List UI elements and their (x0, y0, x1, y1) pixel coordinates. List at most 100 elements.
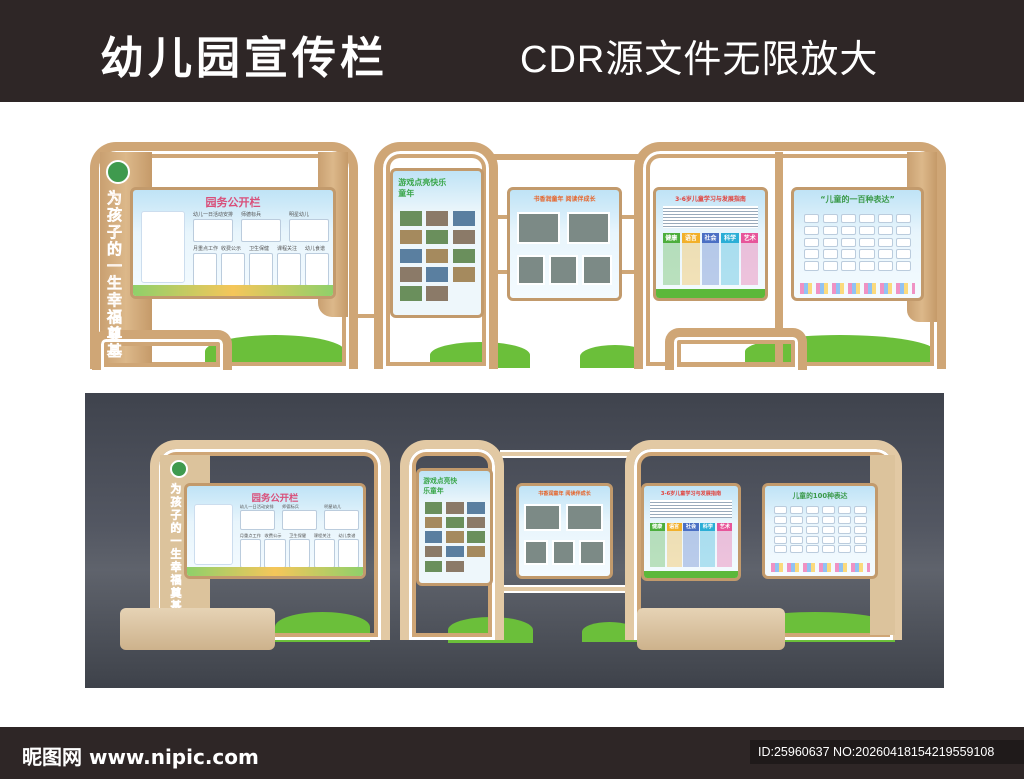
photo-slot (805, 505, 819, 514)
board-title: 园务公开栏 (205, 196, 261, 210)
photo-slot (859, 249, 875, 260)
section-label: 收费公示 (221, 246, 242, 253)
photo (400, 286, 423, 301)
section-box (305, 252, 329, 287)
section-box (277, 252, 301, 287)
photo (424, 502, 443, 514)
domain-label: 科学 (700, 522, 716, 531)
section-box (193, 252, 217, 287)
section-label: 月重点工作 (239, 533, 262, 539)
section-label: 月重点工作 (193, 246, 219, 253)
domain-label: 健康 (649, 522, 665, 531)
domain-label: 社会 (683, 522, 699, 531)
photo-slot (805, 525, 819, 534)
beam (490, 152, 640, 162)
bench (120, 608, 275, 650)
wood-frame (400, 440, 504, 640)
children-illustration (770, 563, 870, 573)
photo-collage (516, 211, 561, 244)
photo-slot (877, 213, 894, 224)
photo-slot (837, 505, 851, 514)
intro-text (662, 206, 759, 228)
side-slogan: 为孩子的一生幸福奠基 (105, 190, 124, 361)
photo-slot (822, 225, 838, 236)
photo-slot (789, 505, 803, 514)
section-label: 师德标兵 (241, 212, 262, 219)
section-label: 幼儿一日活动安排 (193, 212, 234, 219)
domain-column: 艺术 (717, 522, 733, 567)
photo-collage (549, 254, 578, 286)
photo (424, 516, 443, 529)
photo-slot (773, 535, 787, 544)
photo-slot (840, 237, 857, 248)
photo-slot (804, 249, 820, 260)
wood-frame (634, 142, 946, 369)
photo-slot (773, 515, 787, 524)
photo-collage (581, 254, 613, 286)
photo-slot (822, 213, 838, 224)
photo-slot (840, 225, 857, 236)
photo-slot (773, 505, 787, 514)
section-box (264, 539, 286, 568)
development-guide-board: 3-6岁儿童学习与发展指南健康语言社会科学艺术 (653, 187, 768, 301)
photo-slot (789, 545, 803, 554)
photo (400, 230, 423, 245)
wood-frame (625, 440, 902, 640)
photo (426, 211, 449, 226)
domain-label: 艺术 (717, 522, 733, 531)
section-box (241, 218, 281, 242)
expression-board: “儿童的一百种表达” (791, 187, 924, 301)
photo (426, 267, 449, 282)
photo-collage (566, 504, 603, 531)
photo-slot (821, 525, 835, 534)
domain-column: 语言 (682, 233, 700, 286)
photo-slot (789, 515, 803, 524)
text-panel (141, 211, 185, 284)
photo (467, 516, 486, 529)
photo-slot (804, 261, 820, 271)
grass-strip (644, 570, 738, 578)
photo-slot (821, 505, 835, 514)
bush-decoration (580, 345, 650, 368)
intro-text (649, 499, 733, 519)
site-logo[interactable]: 昵图网 www.nipic.com (22, 745, 259, 769)
photo-slot (804, 237, 820, 248)
domain-column: 社会 (683, 522, 699, 567)
section-box (282, 510, 318, 531)
photo-slot (840, 213, 857, 224)
section-label: 卫生保健 (289, 533, 307, 539)
photo (424, 531, 443, 543)
photo-slot (896, 237, 912, 248)
wood-post (775, 152, 783, 368)
beam (500, 585, 630, 593)
domain-label: 语言 (682, 233, 700, 243)
photo (445, 560, 464, 572)
photo (400, 267, 423, 282)
section-box (289, 539, 311, 568)
wood-frame (90, 142, 358, 369)
domain-column: 语言 (666, 522, 682, 567)
board-title: 书香润童年 阅读伴成长 (538, 490, 591, 497)
domain-label: 社会 (701, 233, 720, 243)
section-label: 幼儿食谱 (338, 533, 356, 539)
photo-slot (773, 525, 787, 534)
photo-slot (877, 225, 894, 236)
photo-slot (805, 545, 819, 554)
page-subtitle: CDR源文件无限放大 (520, 39, 879, 81)
section-box (324, 510, 360, 531)
photo-slot (821, 535, 835, 544)
wood-frame (665, 328, 807, 370)
board-title: 游戏点亮快乐童年 (423, 477, 458, 496)
photo-slot (789, 535, 803, 544)
domain-label: 健康 (662, 233, 680, 243)
photo-slot (859, 213, 875, 224)
photo (426, 286, 449, 301)
photo-slot (877, 237, 894, 248)
section-label: 收费公示 (264, 533, 282, 539)
beam (500, 450, 630, 458)
board-title: 游戏点亮快乐童年 (398, 177, 447, 198)
photo (426, 230, 449, 245)
bench (637, 608, 785, 650)
bush-decoration (582, 622, 637, 642)
photo-collage (524, 504, 561, 531)
